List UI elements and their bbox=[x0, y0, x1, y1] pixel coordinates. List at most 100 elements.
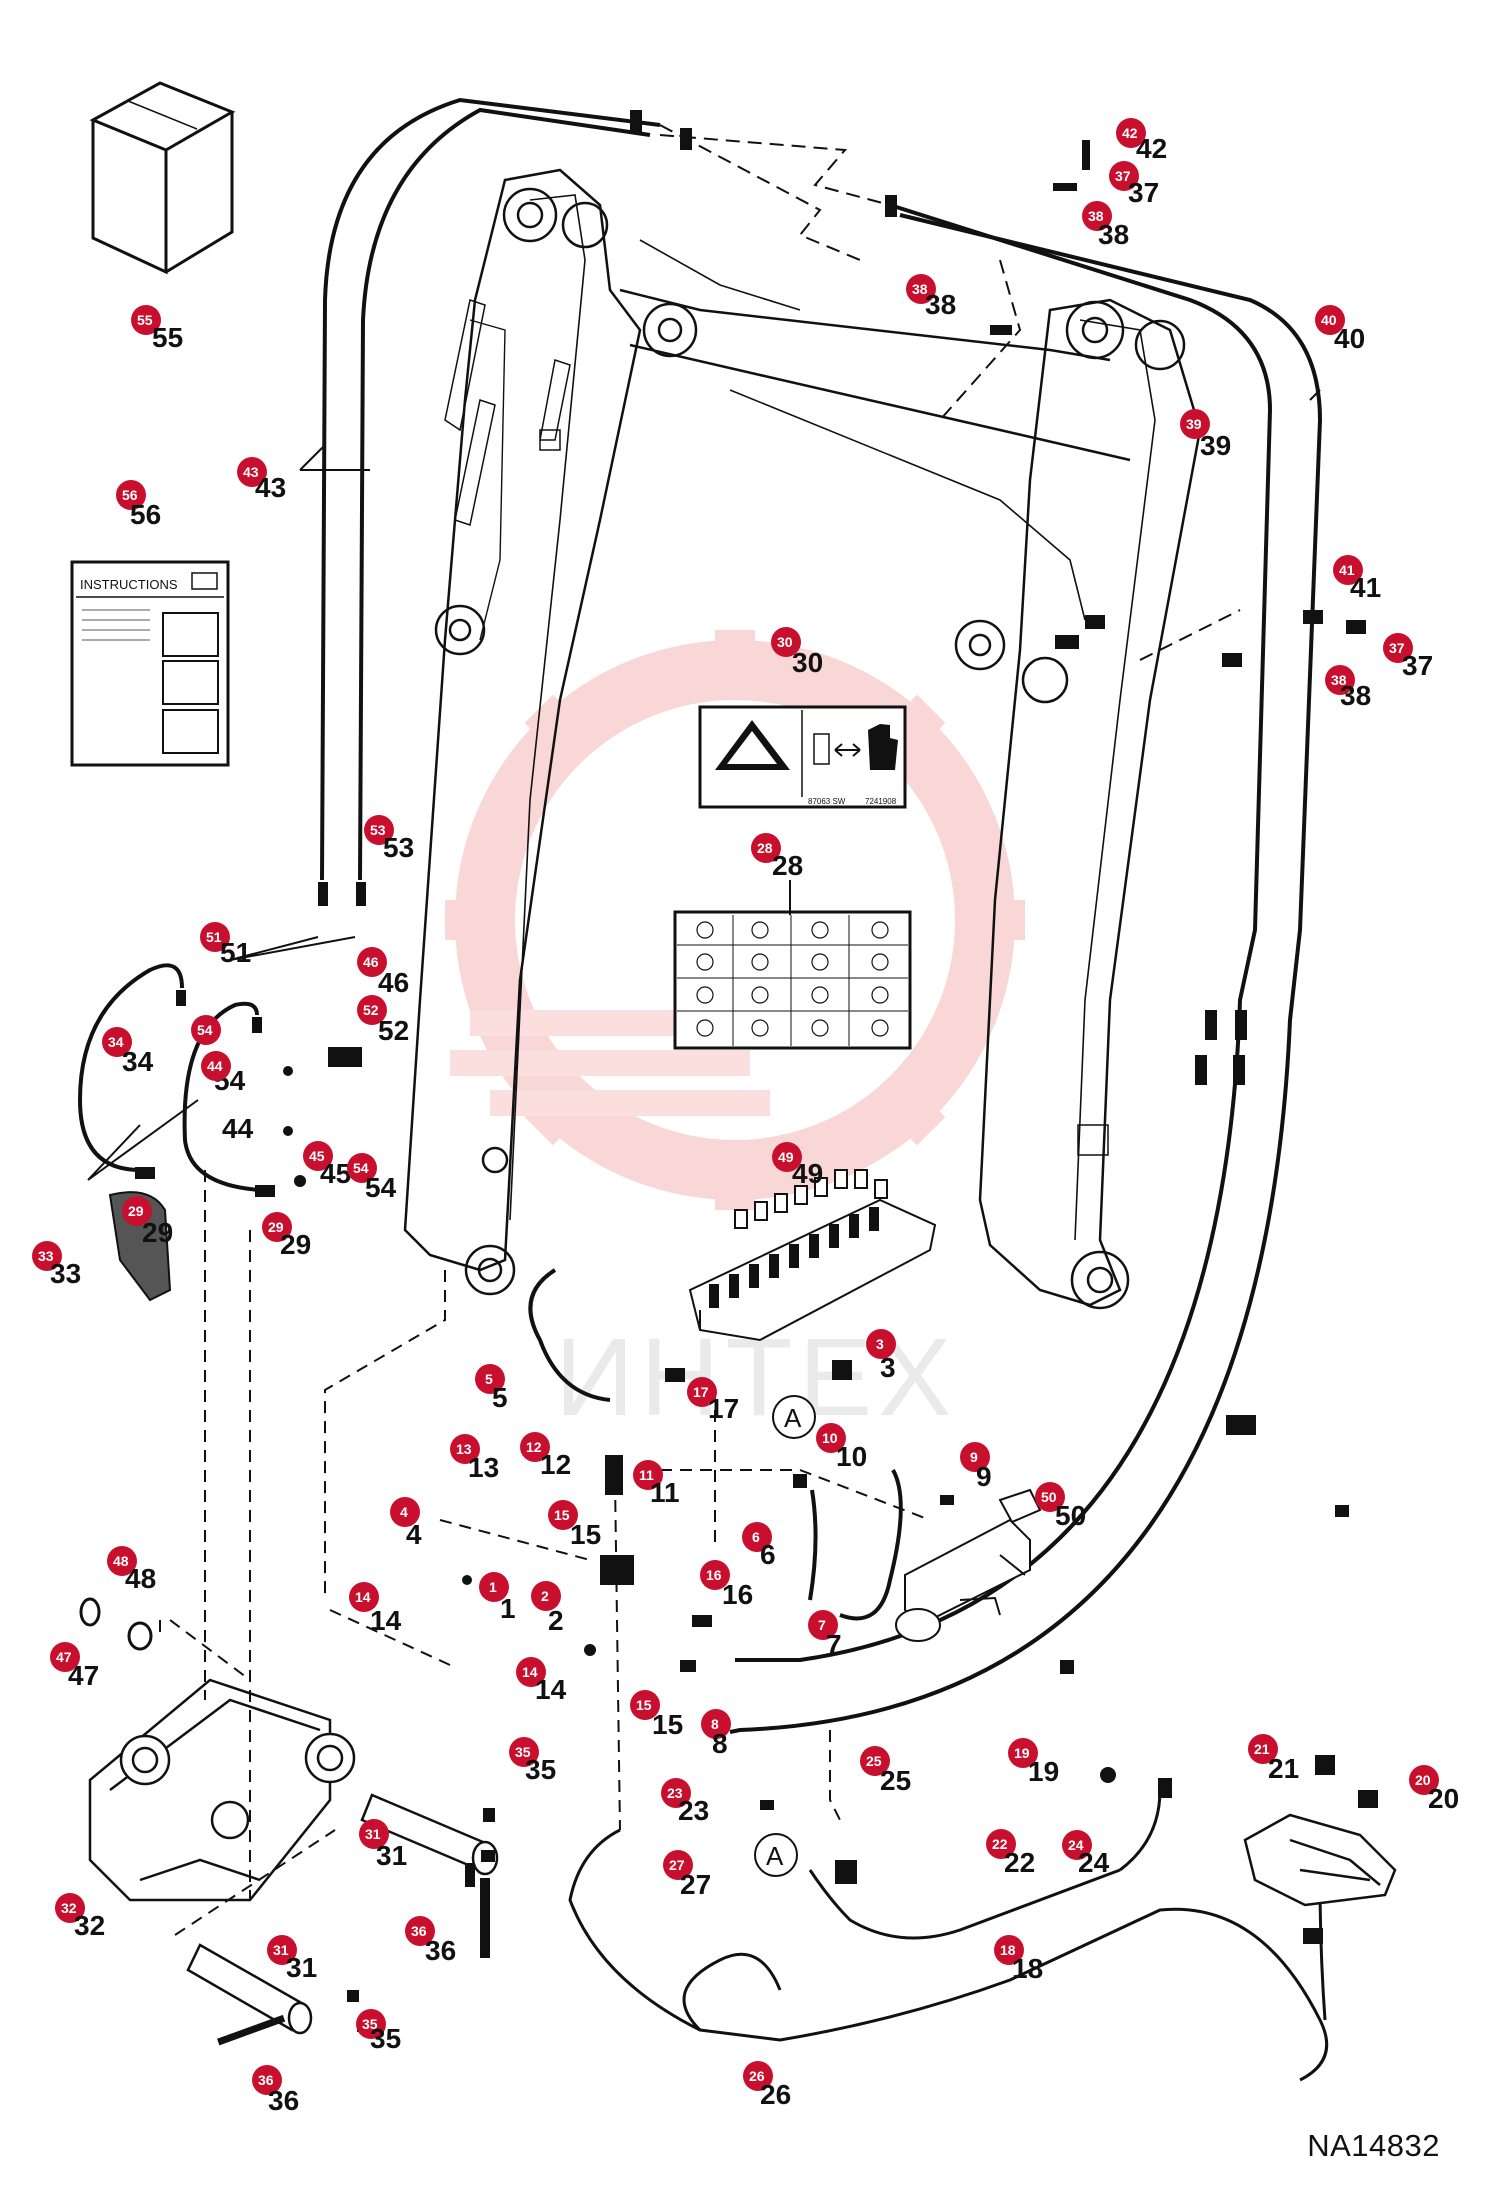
wire-harness-26 bbox=[568, 1789, 1329, 2082]
callout-number: 25 bbox=[880, 1765, 911, 1796]
callout-badge-text: 24 bbox=[1068, 1837, 1084, 1853]
connection-a-top: A bbox=[772, 1395, 816, 1439]
callout-badge-text: 31 bbox=[365, 1826, 381, 1842]
callout-number: 11 bbox=[650, 1477, 680, 1508]
leader-lines bbox=[87, 389, 1321, 1181]
callout-badge-text: 13 bbox=[456, 1441, 472, 1457]
callout-badge-text: 54 bbox=[353, 1160, 369, 1176]
callout-badge-text: 48 bbox=[113, 1553, 129, 1569]
callout-badge-text: 36 bbox=[258, 2072, 274, 2088]
callout-number: 7 bbox=[826, 1629, 842, 1660]
callout-badge-text: 41 bbox=[1339, 562, 1355, 578]
callout-number: 56 bbox=[130, 499, 161, 530]
callout-badge-text: 44 bbox=[207, 1058, 223, 1074]
callout-number: 41 bbox=[1350, 572, 1381, 603]
callout-number: 21 bbox=[1268, 1753, 1299, 1784]
callout-number: 48 bbox=[125, 1563, 156, 1594]
callout-badge-text: 29 bbox=[128, 1203, 144, 1219]
callout-number: 47 bbox=[68, 1660, 99, 1691]
callout-badge-text: 54 bbox=[197, 1022, 213, 1038]
callout-number: 29 bbox=[280, 1229, 311, 1260]
callout-badge-text: 27 bbox=[669, 1857, 685, 1873]
callout-number: 36 bbox=[425, 1935, 456, 1966]
callout-number: 32 bbox=[74, 1910, 105, 1941]
callout-number: 49 bbox=[792, 1158, 823, 1189]
decal-30-right-code: 7241908 bbox=[865, 797, 897, 806]
callout-badge-text: 43 bbox=[243, 464, 259, 480]
callout-badge-text: 38 bbox=[912, 281, 928, 297]
callout-badge-text: 55 bbox=[137, 312, 153, 328]
callout-number: 27 bbox=[680, 1869, 711, 1900]
callout-badge-text: 3 bbox=[876, 1336, 884, 1352]
callout-badge-text: 35 bbox=[515, 1744, 531, 1760]
callout-number: 9 bbox=[976, 1461, 992, 1492]
callout-number: 2 bbox=[548, 1605, 564, 1636]
callout-badge-text: 53 bbox=[370, 822, 386, 838]
callout-number: 54 bbox=[365, 1172, 397, 1203]
callout-number: 34 bbox=[122, 1046, 154, 1077]
connection-a-bottom: A bbox=[754, 1833, 798, 1877]
callout-badge-text: 51 bbox=[206, 929, 222, 945]
callout-badge-text: 17 bbox=[693, 1384, 709, 1400]
parts-box bbox=[89, 81, 236, 275]
drawing-id: NA14832 bbox=[1307, 2128, 1440, 2163]
callout-number: 35 bbox=[525, 1754, 556, 1785]
callout-badge-text: 38 bbox=[1088, 208, 1104, 224]
callout-badge-text: 23 bbox=[667, 1785, 683, 1801]
boom-hoses bbox=[320, 97, 1323, 1734]
callout-badge-text: 2 bbox=[541, 1588, 549, 1604]
callout-number: 38 bbox=[1340, 680, 1371, 711]
connection-a-bottom-label: A bbox=[766, 1841, 784, 1871]
hoses-6-7 bbox=[808, 1469, 903, 1621]
boom-arm bbox=[403, 168, 1202, 1310]
connection-a-top-label: A bbox=[784, 1403, 802, 1433]
o-rings bbox=[79, 1597, 153, 1651]
decal-30: 87063 SW 7241908 bbox=[698, 705, 907, 809]
callout-number: 43 bbox=[255, 472, 286, 503]
callout-number: 35 bbox=[370, 2023, 401, 2054]
callout-number: 22 bbox=[1004, 1847, 1035, 1878]
callout-badge-text: 47 bbox=[56, 1649, 72, 1665]
callout-badge-text: 56 bbox=[122, 487, 138, 503]
callout-number: 50 bbox=[1055, 1500, 1086, 1531]
diverter-valve-50 bbox=[895, 1488, 1042, 1642]
callout-number: 5 bbox=[492, 1382, 508, 1413]
callout-badge-text: 22 bbox=[992, 1836, 1008, 1852]
callout-badge bbox=[131, 305, 161, 335]
callout-number: 44 bbox=[222, 1113, 254, 1144]
callout-badge-text: 18 bbox=[1000, 1942, 1016, 1958]
callout-badge-text: 31 bbox=[273, 1942, 289, 1958]
callout-badge-text: 39 bbox=[1186, 416, 1202, 432]
callout-badge-text: 8 bbox=[711, 1716, 719, 1732]
callout-number: 42 bbox=[1136, 133, 1167, 164]
callout-number: 38 bbox=[1098, 219, 1129, 250]
callout-number: 33 bbox=[50, 1258, 81, 1289]
callout-badge-text: 45 bbox=[309, 1148, 325, 1164]
callout-number: 26 bbox=[760, 2079, 791, 2110]
callout-number: 8 bbox=[712, 1728, 728, 1759]
callout-number: 31 bbox=[376, 1840, 407, 1871]
callout-number: 15 bbox=[570, 1519, 601, 1550]
callout-badge-text: 16 bbox=[706, 1567, 722, 1583]
callout-badge-text: 30 bbox=[777, 634, 793, 650]
callout-number: 37 bbox=[1402, 650, 1433, 681]
callout-number: 28 bbox=[772, 850, 803, 881]
callout-number: 19 bbox=[1028, 1756, 1059, 1787]
callout-number: 45 bbox=[320, 1158, 351, 1189]
callout-badge-text: 40 bbox=[1321, 312, 1337, 328]
callout-badge-text: 50 bbox=[1041, 1489, 1057, 1505]
callouts: 55 55 56 56 43 43 53 53 51 51 46 46 52 5… bbox=[32, 118, 1459, 2116]
callout-badge-text: 28 bbox=[757, 840, 773, 856]
callout-badge-text: 42 bbox=[1122, 125, 1138, 141]
callout-badge-text: 29 bbox=[268, 1219, 284, 1235]
callout-badge-text: 12 bbox=[526, 1439, 542, 1455]
callout-number: 30 bbox=[792, 647, 823, 678]
callout-number: 6 bbox=[760, 1539, 776, 1570]
callout-badge-text: 46 bbox=[363, 954, 379, 970]
callout-badge-text: 52 bbox=[363, 1002, 379, 1018]
callout-badge-text: 26 bbox=[749, 2068, 765, 2084]
callout-badge-text: 11 bbox=[639, 1467, 654, 1483]
callout-number: 16 bbox=[722, 1579, 753, 1610]
callout-badge-text: 49 bbox=[778, 1149, 794, 1165]
callout-number: 38 bbox=[925, 289, 956, 320]
